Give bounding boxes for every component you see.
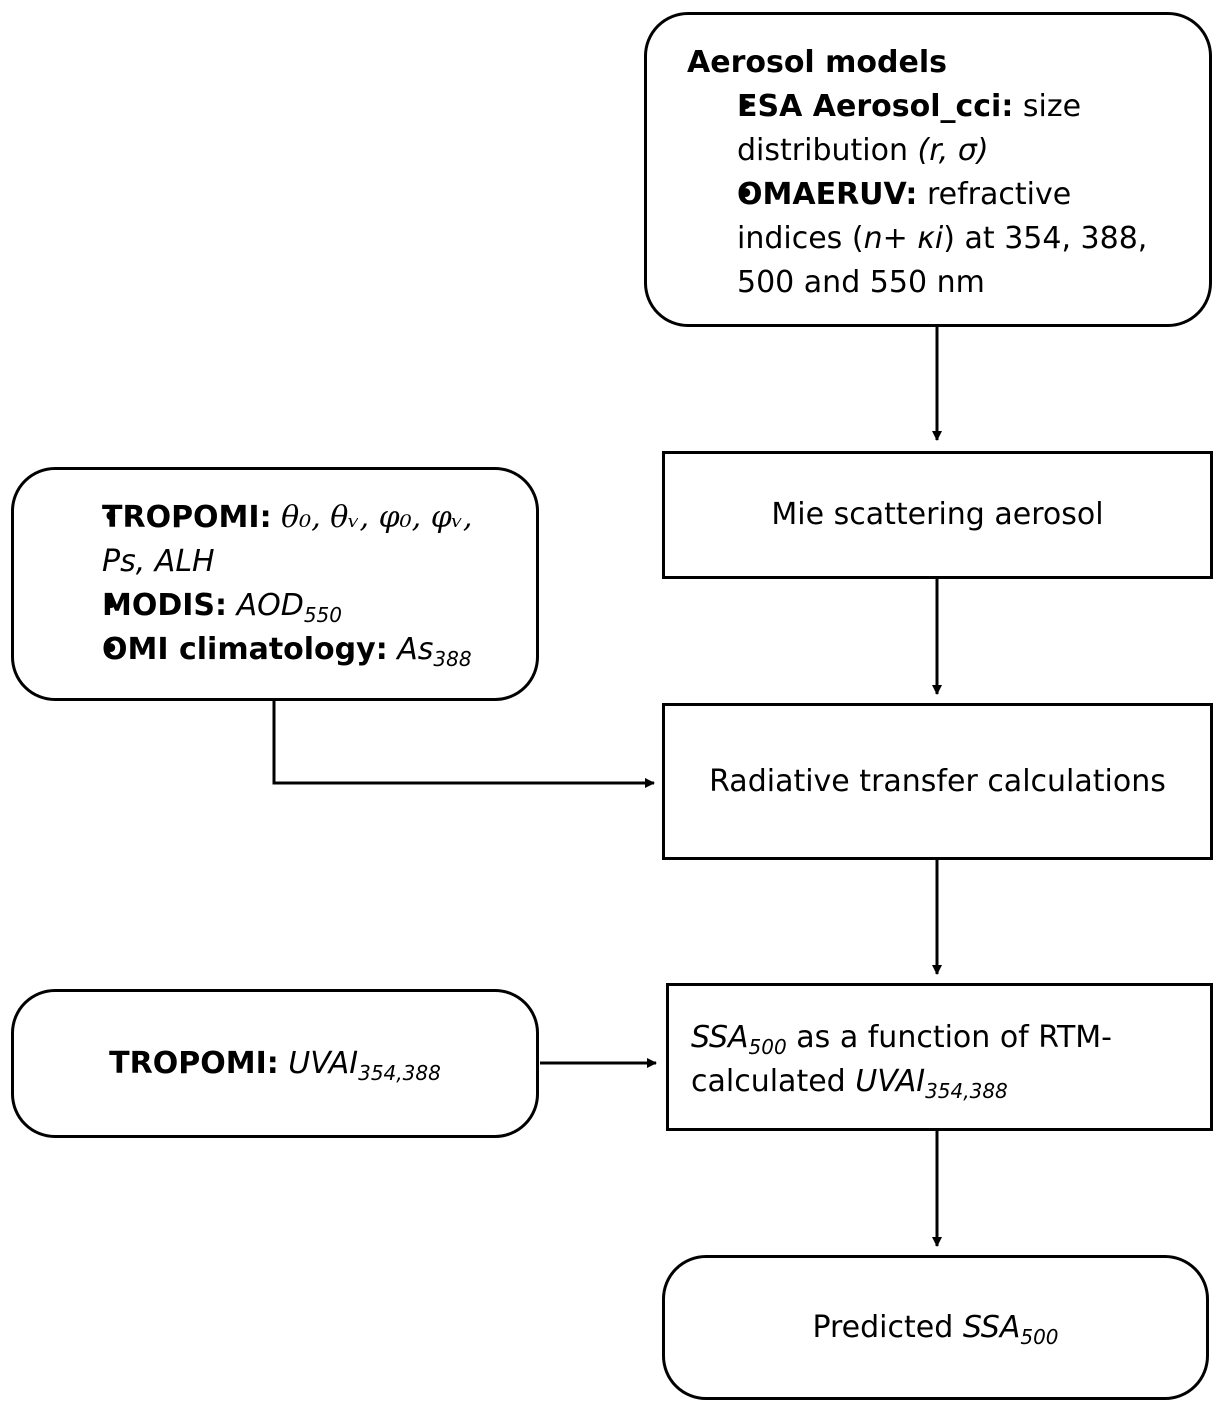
input-item-omi: OMI climatology: As388 [52,628,516,672]
aerosol-models-box: Aerosol models ESA Aerosol_cci: size dis… [644,12,1212,327]
aerosol-models-title: Aerosol models [687,45,947,80]
aerosol-models-list: ESA Aerosol_cci: size distribution (r, σ… [687,85,1179,305]
radiative-transfer-box: Radiative transfer calculations [662,703,1213,860]
arrow-inputs-to-rtm [272,700,655,788]
aerosol-item-esa: ESA Aerosol_cci: size distribution (r, σ… [687,85,1179,173]
tropomi-uvai-label: TROPOMI: UVAI354,388 [109,1045,441,1085]
input-item-modis: MODIS: AOD550 [52,584,516,628]
ssa-function-line2: calculated UVAI354,388 [691,1064,1008,1103]
predicted-ssa-label: Predicted SSA500 [812,1309,1059,1349]
satellite-inputs-list: TROPOMI: θ₀, θᵥ, φ₀, φᵥ, Ps, ALH MODIS: … [52,496,516,672]
ssa-function-line1: SSA500 as a function of RTM- [691,1020,1112,1059]
tropomi-uvai-box: TROPOMI: UVAI354,388 [11,989,539,1138]
satellite-inputs-box: TROPOMI: θ₀, θᵥ, φ₀, φᵥ, Ps, ALH MODIS: … [11,467,539,701]
predicted-ssa-box: Predicted SSA500 [662,1255,1209,1400]
aerosol-item-omaeruv: OMAERUV: refractive indices (n+ κi) at 3… [687,173,1179,305]
input-item-tropomi: TROPOMI: θ₀, θᵥ, φ₀, φᵥ, Ps, ALH [52,496,516,584]
mie-scattering-box: Mie scattering aerosol [662,451,1213,579]
ssa-function-box: SSA500 as a function of RTM- calculated … [666,983,1213,1131]
radiative-transfer-label: Radiative transfer calculations [709,763,1166,799]
mie-scattering-label: Mie scattering aerosol [771,497,1104,532]
